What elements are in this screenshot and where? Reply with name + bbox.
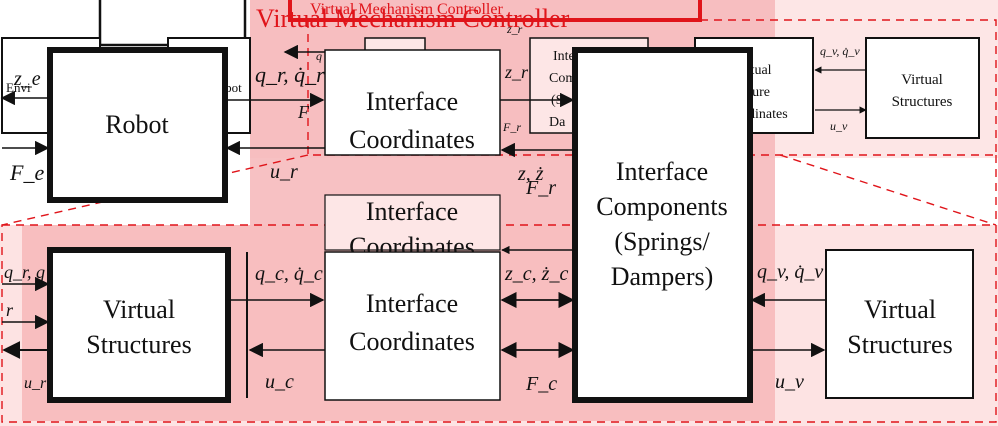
- small-components-text-2: Com: [549, 71, 576, 86]
- label-qr-left: q_r, q: [4, 262, 45, 282]
- small-controller-title: Virtual Mechanism Controller: [310, 1, 503, 18]
- components-label-4: Dampers): [611, 262, 714, 291]
- interface-coordinates-label-1: Interface: [366, 87, 458, 116]
- label-r-left: r: [6, 300, 14, 320]
- controller-title: Virtual Mechanism Controller: [256, 4, 570, 33]
- small-uv-label: u_v: [830, 119, 848, 133]
- label-zc: z_c, ż_c: [504, 263, 568, 285]
- interface-coordinates-block: [324, 49, 501, 156]
- interface-components-block: [572, 47, 753, 403]
- small-virtual-structures-text-1: Virtual: [901, 72, 943, 88]
- small-qv-label: q_v, q̇_v: [820, 44, 860, 58]
- small-virtual-structures-text-2: Structures: [892, 94, 953, 110]
- virtual-structures-left-label-2: Structures: [86, 330, 191, 359]
- virtual-structures-left-block: [47, 247, 231, 403]
- robot-block: [47, 47, 228, 203]
- label-qr-qdot: q_r, q̇_r: [255, 62, 325, 87]
- small-controller-frame: [288, 0, 702, 22]
- label-fr-top: F: [297, 102, 310, 122]
- virtual-structures-right-block: [825, 249, 974, 399]
- virtual-structures-left-label-1: Virtual: [103, 295, 175, 324]
- label-zr-top: z_r: [504, 62, 529, 82]
- small-fr-label: F_r: [502, 120, 521, 134]
- label-ur: u_r: [270, 161, 298, 183]
- interface-coordinates-label-2: Coordinates: [349, 125, 475, 154]
- components-label-3: (Springs/: [614, 227, 710, 256]
- label-ur-left: u_r: [24, 375, 47, 392]
- virtual-structures-right-label-1: Virtual: [864, 295, 936, 324]
- label-uc: u_c: [265, 371, 294, 393]
- label-fc: F_c: [525, 373, 557, 395]
- small-components-text-1: Inte: [553, 49, 575, 64]
- robot-label: Robot: [105, 110, 169, 139]
- zoom-line-right-diag: [779, 154, 997, 226]
- label-z-zdot: z, ż: [517, 163, 544, 185]
- label-uv: u_v: [775, 371, 804, 393]
- ghost-interface-coordinates: [324, 194, 501, 251]
- label-ze: z_e: [13, 68, 41, 90]
- lower-interface-coordinates-block: [324, 251, 501, 401]
- small-components-text-4: Da: [549, 115, 566, 130]
- virtual-structures-right-label-2: Structures: [847, 330, 952, 359]
- lower-interface-label-1: Interface: [366, 289, 458, 318]
- components-label-1: Interface: [616, 157, 708, 186]
- components-label-2: Components: [596, 192, 727, 221]
- label-fe: F_e: [9, 160, 44, 185]
- small-virtual-structures-box: [865, 37, 980, 139]
- label-qv-qdot: q_v, q̇_v: [757, 261, 823, 283]
- label-qc-qdot: q_c, q̇_c: [255, 263, 323, 285]
- small-zr-label: ż_r: [506, 22, 523, 36]
- small-q-label: q: [316, 49, 322, 63]
- ghost-interface-label-1: Interface: [366, 197, 458, 226]
- label-fr: F_r: [525, 177, 556, 199]
- lower-interface-label-2: Coordinates: [349, 327, 475, 356]
- small-virtual-coords-text-3: dinates: [748, 107, 788, 122]
